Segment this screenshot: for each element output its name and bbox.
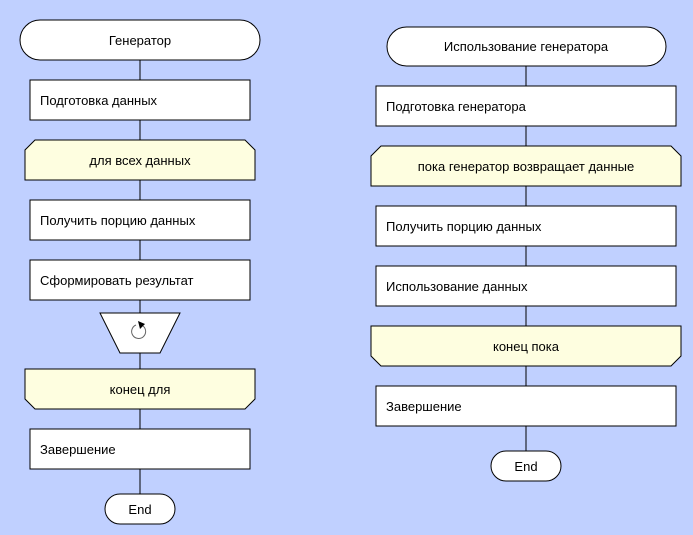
svg-text:Использование генератора: Использование генератора: [444, 39, 609, 54]
left-process-get-portion[interactable]: Получить порцию данных: [29, 199, 251, 241]
left-process-finish[interactable]: Завершение: [29, 428, 251, 470]
right-process-get-portion[interactable]: Получить порцию данных: [375, 205, 677, 247]
svg-text:End: End: [514, 459, 537, 474]
left-terminator-start[interactable]: Генератор: [19, 19, 261, 61]
svg-text:конец пока: конец пока: [493, 339, 560, 354]
cycle-arrow-icon: [131, 321, 147, 339]
svg-text:конец для: конец для: [110, 382, 171, 397]
svg-text:Завершение: Завершение: [40, 442, 116, 457]
left-yield-block[interactable]: [99, 312, 181, 354]
left-terminator-end[interactable]: End: [104, 493, 176, 525]
left-process-form-result[interactable]: Сформировать результат: [29, 259, 251, 301]
svg-text:пока генератор возвращает данн: пока генератор возвращает данные: [418, 159, 634, 174]
svg-text:Завершение: Завершение: [386, 399, 462, 414]
svg-text:Подготовка данных: Подготовка данных: [40, 93, 158, 108]
svg-text:Получить порцию данных: Получить порцию данных: [386, 219, 542, 234]
left-process-prepare[interactable]: Подготовка данных: [29, 79, 251, 121]
right-terminator-end[interactable]: End: [490, 450, 562, 482]
svg-text:Получить порцию данных: Получить порцию данных: [40, 213, 196, 228]
svg-text:Подготовка генератора: Подготовка генератора: [386, 99, 527, 114]
right-process-use-data[interactable]: Использование данных: [375, 265, 677, 307]
left-loop-start[interactable]: для всех данных: [24, 139, 256, 181]
svg-text:Генератор: Генератор: [109, 33, 171, 48]
svg-text:Использование данных: Использование данных: [386, 279, 528, 294]
right-loop-start[interactable]: пока генератор возвращает данные: [370, 145, 682, 187]
right-process-finish[interactable]: Завершение: [375, 385, 677, 427]
svg-text:End: End: [128, 502, 151, 517]
right-terminator-start[interactable]: Использование генератора: [386, 26, 667, 67]
svg-text:Сформировать результат: Сформировать результат: [40, 273, 194, 288]
svg-text:для всех данных: для всех данных: [89, 153, 191, 168]
right-loop-end[interactable]: конец пока: [370, 325, 682, 367]
right-process-prepare[interactable]: Подготовка генератора: [375, 85, 677, 127]
left-loop-end[interactable]: конец для: [24, 368, 256, 410]
